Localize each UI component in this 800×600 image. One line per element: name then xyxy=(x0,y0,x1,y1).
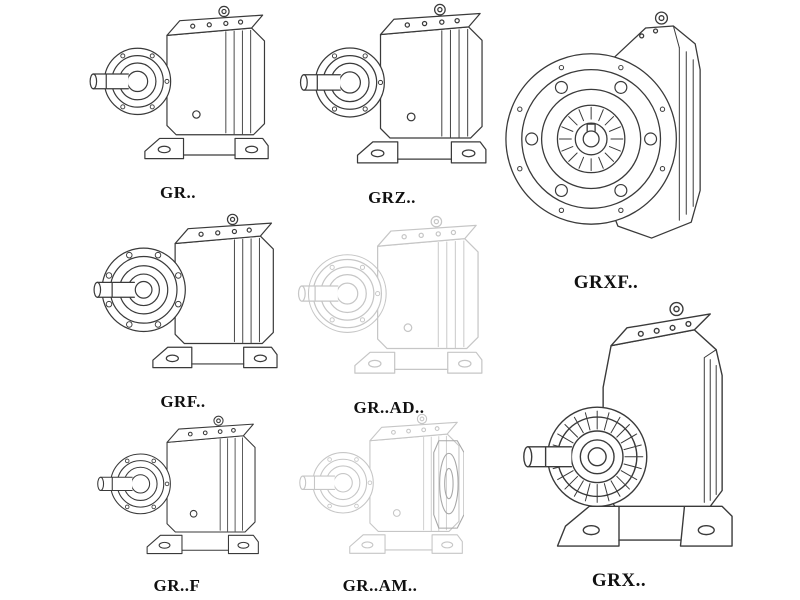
gearbox-drawing-grz xyxy=(296,2,488,184)
product-label-gr-f: GR..F xyxy=(153,576,201,595)
product-figure-grz: GRZ.. xyxy=(296,2,488,208)
product-figure-gr-ad: GR..AD.. xyxy=(294,214,484,418)
product-figure-grf: GRF.. xyxy=(88,212,278,412)
product-figure-grxf: GRXF.. xyxy=(497,2,715,294)
product-figure-gr: GR.. xyxy=(86,4,270,203)
product-label-gr-ad: GR..AD.. xyxy=(353,398,425,417)
product-label-grf: GRF.. xyxy=(160,392,206,411)
product-label-gr-am: GR..AM.. xyxy=(342,576,418,595)
product-label-grxf: GRXF.. xyxy=(573,272,639,293)
gearbox-drawing-gr-am-ghost xyxy=(296,412,464,572)
product-figure-gr-am: GR..AM.. xyxy=(296,412,464,596)
product-figure-grx: GRX.. xyxy=(500,296,738,592)
gearbox-drawing-grx xyxy=(500,296,738,566)
gearbox-drawing-gr-f xyxy=(94,414,260,572)
product-label-gr: GR.. xyxy=(160,183,196,202)
gearbox-drawing-gr-ad-ghost xyxy=(294,214,484,394)
product-label-grx: GRX.. xyxy=(591,570,647,591)
gearbox-drawing-gr xyxy=(86,4,270,179)
gearbox-drawing-grxf xyxy=(497,2,715,268)
product-figure-gr-f: GR..F xyxy=(94,414,260,596)
gearbox-drawing-grf xyxy=(88,212,278,388)
output-flange-overlay xyxy=(433,440,464,529)
product-label-grz: GRZ.. xyxy=(368,188,416,207)
